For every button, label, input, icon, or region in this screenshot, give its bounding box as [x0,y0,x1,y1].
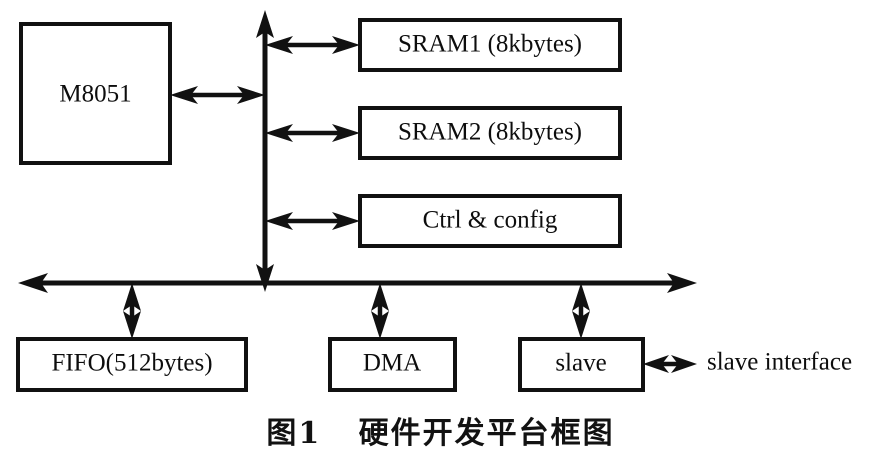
block-dma[interactable]: DMA [328,337,457,392]
block-slave-label: slave [555,350,606,377]
block-fifo-rect [16,337,248,392]
connector-local-bus-to-sram2 [265,124,360,142]
connector-slave-to-slave-interface [643,355,697,373]
connector-ctrl-config-arrowhead-left [265,212,293,230]
connector-local-bus-to-ctrl-config [265,212,360,230]
block-m8051[interactable]: M8051 [19,22,172,165]
connector-m8051-arrowhead-right [237,86,265,104]
system-bus-horizontal [18,273,697,293]
block-ctrl-config-label: Ctrl & config [423,207,558,234]
connector-system-bus-to-fifo [123,283,141,339]
block-ctrl-config-rect [358,194,622,248]
connector-dma-arrowhead-up [371,283,389,311]
hardware-platform-block-diagram: M8051 SRAM1 (8kbytes) SRAM2 (8kbytes) [16,10,852,392]
connector-slave-interface-arrowhead-left [643,355,669,373]
system-bus-arrowhead-right [667,273,697,293]
block-ctrl-config[interactable]: Ctrl & config [358,194,622,248]
connector-sram2-arrowhead-right [332,124,360,142]
block-fifo-label: FIFO(512bytes) [51,350,212,377]
connector-m8051-to-local-bus [170,86,265,104]
connector-dma-arrowhead-down [371,311,389,339]
connector-sram2-arrowhead-left [265,124,293,142]
connector-slave-interface-arrowhead-right [671,355,697,373]
block-dma-rect [328,337,457,392]
local-bus-vertical [256,10,274,292]
block-slave[interactable]: slave [518,337,645,392]
connector-system-bus-to-dma [371,283,389,339]
system-bus-arrowhead-left [18,273,48,293]
label-slave-interface: slave interface [707,349,852,376]
connector-local-bus-to-sram1 [265,36,360,54]
block-slave-rect [518,337,645,392]
block-sram2-label: SRAM2 (8kbytes) [398,119,582,146]
connector-m8051-arrowhead-left [170,86,198,104]
connector-slave-arrowhead-up [572,283,590,311]
connector-fifo-arrowhead-up [123,283,141,311]
connector-sram1-arrowhead-left [265,36,293,54]
local-bus-arrowhead-up [256,10,274,38]
connector-system-bus-to-slave [572,283,590,339]
connector-ctrl-config-arrowhead-right [332,212,360,230]
block-sram2[interactable]: SRAM2 (8kbytes) [358,106,622,160]
connector-sram1-arrowhead-right [332,36,360,54]
block-dma-label: DMA [363,350,421,377]
block-fifo[interactable]: FIFO(512bytes) [16,337,248,392]
block-sram2-rect [358,106,622,160]
figure-caption: 图1 硬件开发平台框图 [266,416,615,451]
block-m8051-rect [19,22,172,165]
block-sram1[interactable]: SRAM1 (8kbytes) [358,18,622,72]
local-bus-arrowhead-down [256,264,274,292]
connector-fifo-arrowhead-down [123,311,141,339]
connector-slave-arrowhead-down [572,311,590,339]
block-sram1-label: SRAM1 (8kbytes) [398,31,582,58]
block-m8051-label: M8051 [59,81,131,108]
